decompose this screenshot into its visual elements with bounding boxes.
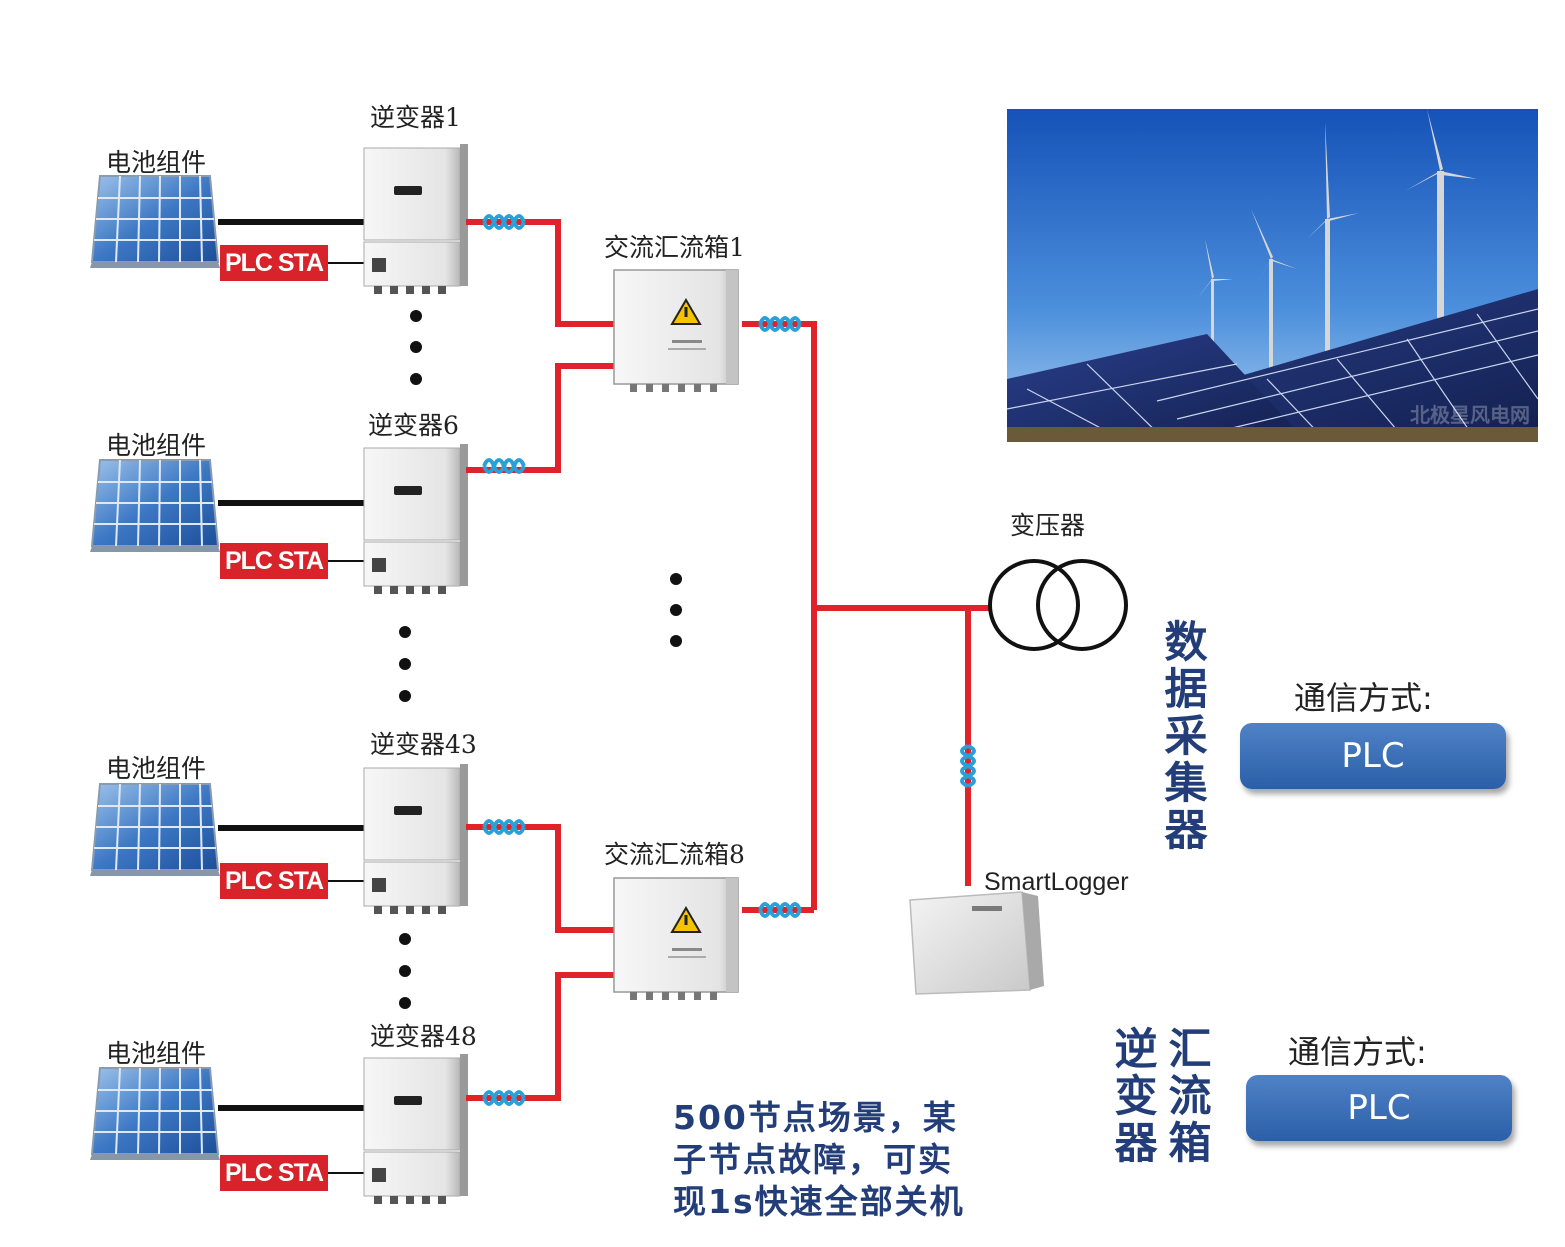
inverter-icon [363, 1053, 469, 1205]
smartlogger-label: SmartLogger [984, 868, 1129, 896]
solar-panel-icon [89, 783, 221, 877]
solar-panel-label: 电池组件 [106, 1039, 207, 1068]
transformer-icon [988, 559, 1128, 651]
plc-sta-tag: PLC STA [220, 245, 328, 281]
combiner-box-label: 交流汇流箱8 [604, 840, 745, 869]
inverter-vertical-label: 逆 变 器 [1114, 1025, 1158, 1169]
solar-panel-label: 电池组件 [106, 148, 207, 177]
scenario-caption: 500节点场景，某 子节点故障，可实 现1s快速全部关机 [673, 1098, 965, 1221]
ellipsis-dots [399, 310, 682, 1009]
inverter-label: 逆变器1 [370, 103, 461, 132]
solar-panel-icon [89, 1067, 221, 1161]
inverter-label: 逆变器48 [370, 1022, 477, 1051]
inverter-icon [363, 143, 469, 295]
comm-method-label: 通信方式: [1288, 1033, 1427, 1071]
plc-sta-tag: PLC STA [220, 543, 328, 579]
comm-method-label: 通信方式: [1294, 679, 1433, 717]
wind-solar-farm-photo: 北极星风电网 [1007, 109, 1538, 442]
plc-comm-badge: PLC [1240, 723, 1506, 789]
inverter-label: 逆变器6 [368, 411, 459, 440]
inverter-icon [363, 763, 469, 915]
combiner-box-label: 交流汇流箱1 [604, 233, 745, 262]
plc-sta-tag: PLC STA [220, 1155, 328, 1191]
dc-cables [218, 219, 364, 1111]
inverter-icon [363, 443, 469, 595]
combiner-box-icon [612, 876, 740, 1002]
coil-icon [482, 458, 526, 474]
plc-sta-tag: PLC STA [220, 863, 328, 899]
solar-panel-label: 电池组件 [106, 754, 207, 783]
combiner-vertical-label: 汇 流 箱 [1168, 1025, 1212, 1169]
plc-arrows [328, 257, 377, 1179]
solar-panel-icon [89, 175, 221, 269]
inverter-label: 逆变器43 [370, 730, 477, 759]
combiner-box-icon [612, 268, 740, 394]
data-collector-vertical-label: 数 据 采 集 器 [1164, 618, 1208, 856]
plc-comm-badge: PLC [1246, 1075, 1512, 1141]
smartlogger-device-icon [909, 891, 1044, 995]
photo-watermark: 北极星风电网 [1410, 403, 1530, 427]
solar-panel-icon [89, 459, 221, 553]
solar-panel-label: 电池组件 [106, 431, 207, 460]
transformer-label: 变压器 [1010, 511, 1086, 540]
